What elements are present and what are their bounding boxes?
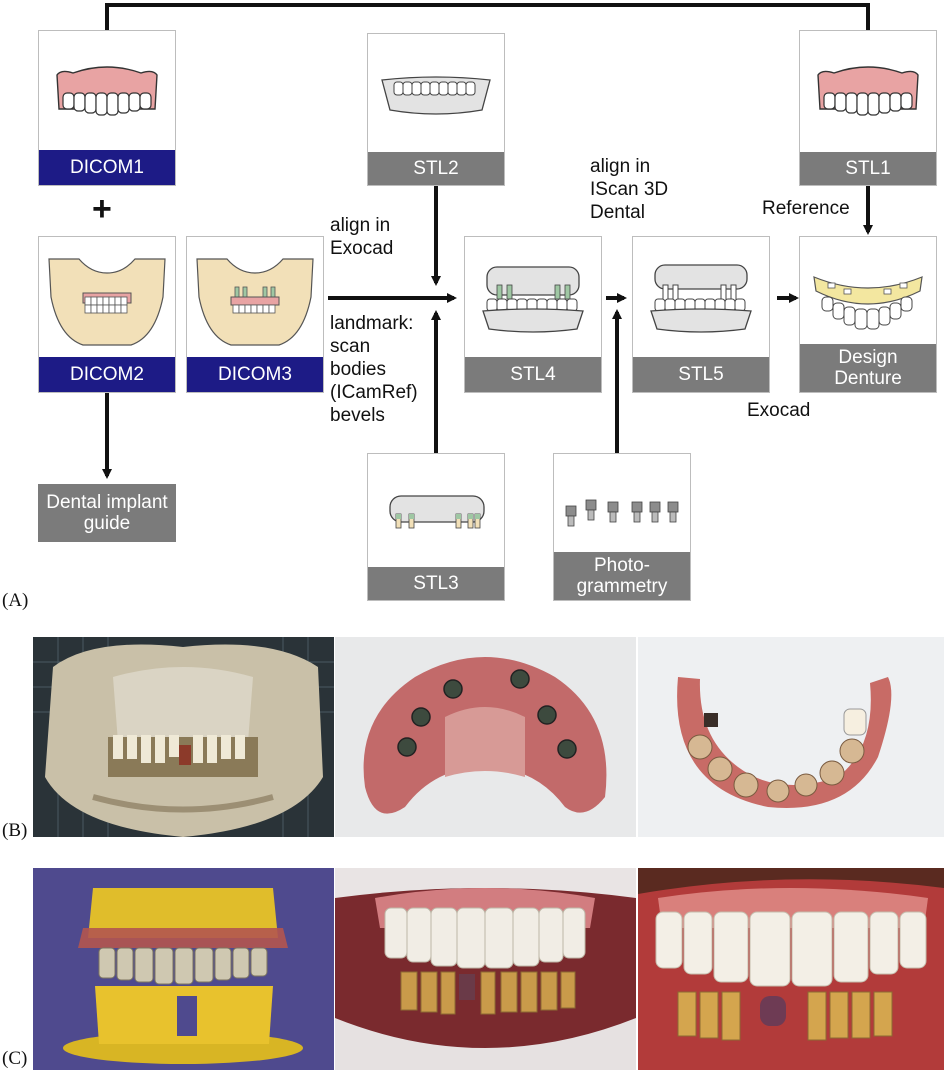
stl4-box: STL4 [464, 236, 602, 393]
dicom1-box: DICOM1 [38, 30, 176, 186]
exocad-text: Exocad [747, 399, 810, 422]
align-iscan-text: align in IScan 3D Dental [590, 155, 668, 224]
stl4-label: STL4 [465, 357, 601, 392]
maxillary-scan-photo [335, 637, 636, 837]
stl1-label: STL1 [800, 152, 936, 185]
panel-label-c: (C) [2, 1048, 27, 1070]
dicom1-label: DICOM1 [39, 150, 175, 185]
plus-sign: + [92, 192, 112, 226]
stl1-box: STL1 [799, 30, 937, 186]
photogrammetry-label: Photo- grammetry [554, 552, 690, 600]
panel-label-a: (A) [2, 590, 28, 612]
upper-denture-icon-2 [800, 31, 936, 153]
dicom2-box: DICOM2 [38, 236, 176, 393]
design-denture-box: Design Denture [799, 236, 937, 393]
designed-denture-icon [800, 237, 936, 347]
stl2-label: STL2 [368, 152, 504, 185]
panel-label-b: (B) [2, 820, 27, 842]
top-connector [107, 5, 868, 30]
design-denture-label: Design Denture [800, 344, 936, 392]
combined-scan-icon [465, 237, 601, 359]
implant-guide-box: Dental implant guide [38, 484, 176, 542]
stl5-label: STL5 [633, 357, 769, 392]
scan-flags-icon [554, 454, 690, 554]
align-exocad-text: align in Exocad [330, 214, 393, 260]
stl2-box: STL2 [367, 33, 505, 186]
reference-text: Reference [762, 197, 850, 220]
upper-denture-icon [39, 31, 175, 151]
cad-model-render [33, 868, 334, 1070]
intraoral-photo-1 [335, 868, 636, 1070]
implant-guide-label: Dental implant guide [38, 484, 176, 542]
intraoral-photo-2 [638, 868, 944, 1070]
dicom3-label: DICOM3 [187, 357, 323, 392]
lower-scan-icon [368, 34, 504, 154]
cbct-render-photo [33, 637, 334, 837]
dicom3-box: DICOM3 [186, 236, 324, 393]
dicom2-label: DICOM2 [39, 357, 175, 392]
mandibular-scan-photo [638, 637, 944, 837]
jaw-icon [39, 237, 175, 359]
landmark-text: landmark: scan bodies (ICamRef) bevels [330, 312, 418, 427]
scan-bodies-icon [368, 454, 504, 568]
jaw-implants-icon [187, 237, 323, 359]
photogrammetry-box: Photo- grammetry [553, 453, 691, 601]
aligned-scan-icon [633, 237, 769, 359]
stl5-box: STL5 [632, 236, 770, 393]
stl3-box: STL3 [367, 453, 505, 601]
stl3-label: STL3 [368, 567, 504, 600]
